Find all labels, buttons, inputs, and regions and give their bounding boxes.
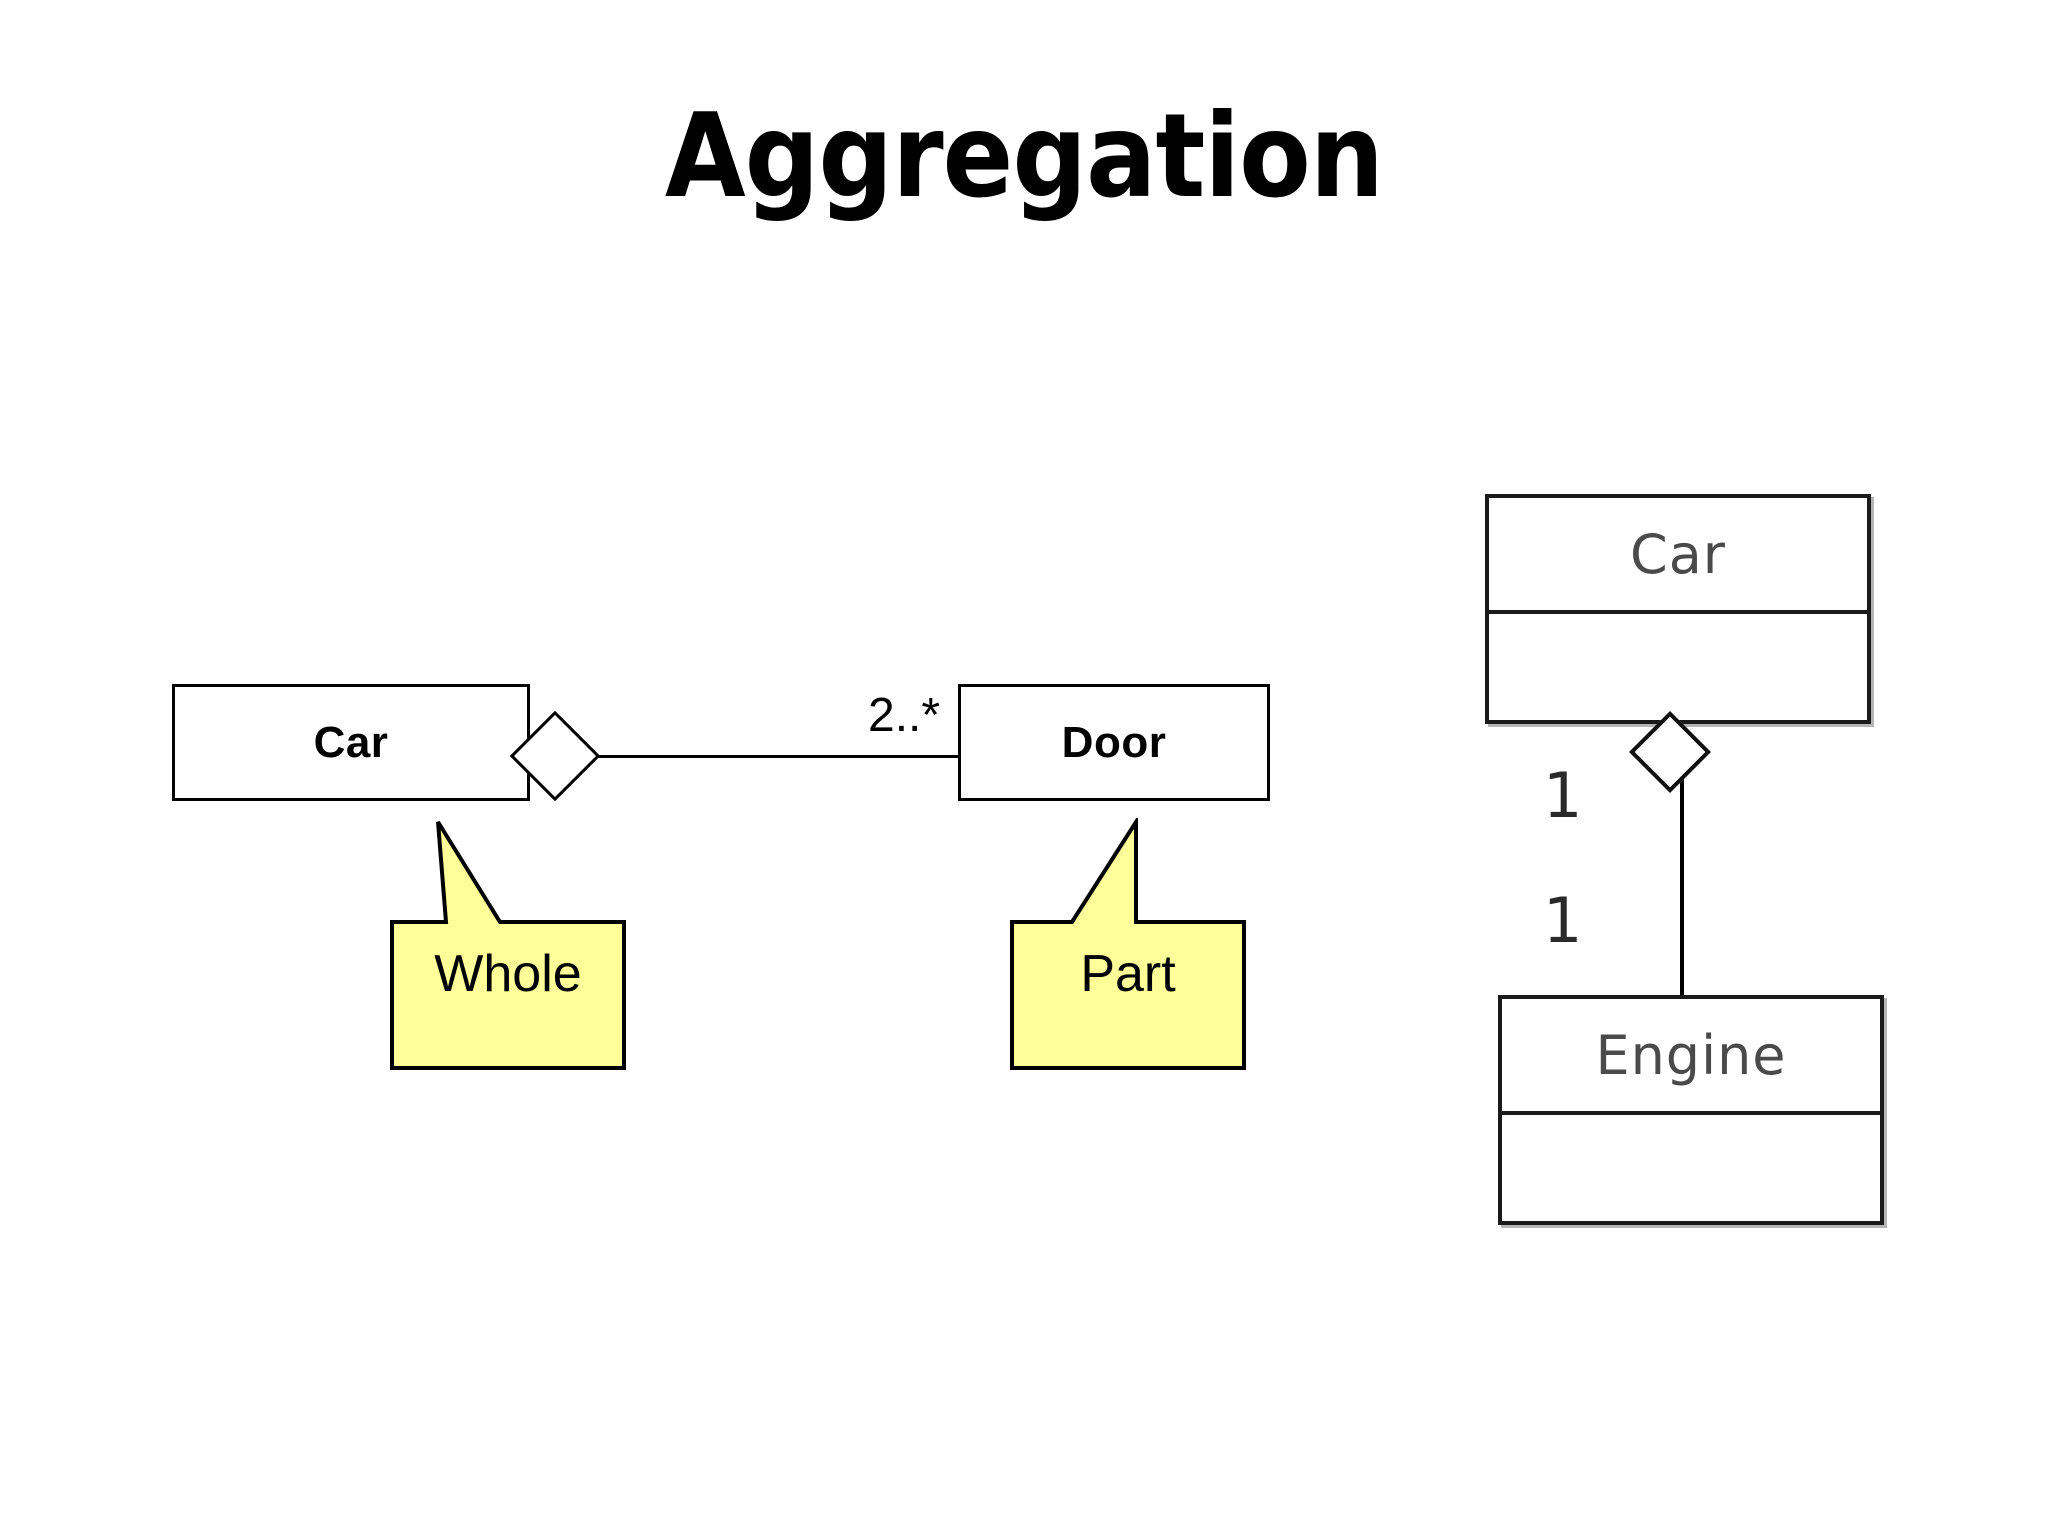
class-name-compartment-car: Car	[1489, 498, 1867, 614]
multiplicity-label-engine-end: 1	[1543, 884, 1583, 957]
page-title: Aggregation	[664, 89, 1384, 224]
callout-part-label: Part	[1080, 945, 1176, 1003]
callout-whole-shape	[390, 820, 626, 1070]
association-line-car-engine	[1680, 762, 1684, 998]
class-attributes-compartment-engine	[1502, 1115, 1880, 1221]
class-name-compartment-engine: Engine	[1502, 999, 1880, 1115]
class-name-door: Door	[1061, 717, 1167, 767]
class-attributes-compartment-car	[1489, 614, 1867, 720]
callout-part: Part	[1010, 818, 1246, 1070]
class-box-door[interactable]: Door	[958, 684, 1270, 801]
callout-whole-label: Whole	[434, 945, 582, 1003]
class-name-engine: Engine	[1595, 1023, 1787, 1087]
class-box-car[interactable]: Car	[172, 684, 530, 801]
class-name-car-right: Car	[1630, 522, 1726, 586]
callout-part-shape	[1010, 818, 1246, 1070]
callout-whole: Whole	[390, 818, 626, 1070]
class-box-car-right[interactable]: Car	[1485, 494, 1871, 724]
multiplicity-label-door: 2..*	[868, 689, 941, 742]
class-name-car: Car	[313, 717, 389, 767]
multiplicity-label-car-end: 1	[1543, 759, 1583, 832]
association-line-car-door	[586, 755, 958, 758]
class-box-engine[interactable]: Engine	[1498, 995, 1884, 1225]
